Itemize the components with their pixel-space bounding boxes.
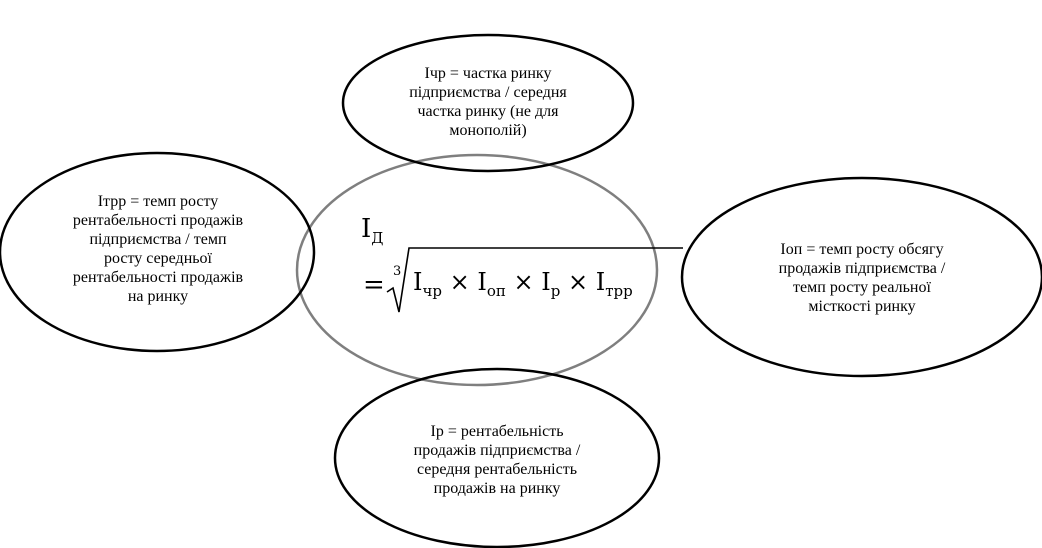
formula-lhs-symbol: I [361,214,372,244]
right-ellipse-label: Іоп = темп росту обсягу продажів підприє… [778,241,946,315]
formula-equals: = [363,270,385,300]
radical-sign [386,247,683,313]
left-ellipse-label: Ітрр = темп росту рентабельності продажі… [72,193,244,305]
multiply-operator: × [442,268,478,296]
multiply-operator: × [505,268,542,296]
term-itrr-subscript: трр [605,281,633,300]
bottom-ellipse [333,367,661,548]
right-ellipse [680,176,1042,378]
term-ir-symbol: I [541,268,551,296]
formula-lhs-subscript: Д [371,229,384,248]
top-ellipse [341,33,635,173]
bottom-ellipse-label: Ір = рентабельність продажів підприємств… [413,423,581,497]
term-itrr-symbol: I [595,268,606,296]
term-ichr-symbol: I [413,268,423,296]
formula-radicand: Iчр × Iоп × Iр × Iтрр [413,268,633,300]
multiply-operator: × [560,268,596,296]
term-ir-subscript: р [550,281,561,300]
center-ellipse [295,153,659,387]
formula-lhs: IД [361,214,383,247]
term-iop-subscript: оп [486,281,506,300]
term-ichr-subscript: чр [422,281,443,300]
dynamics-index-formula: IД = 3 Iчр × Iоп × Iр × Iтрр [355,210,685,330]
left-ellipse [0,151,316,353]
formula-root-index: 3 [393,264,402,279]
term-iop-symbol: I [477,268,487,296]
top-ellipse-label: Ічр = частка ринку підприємства / середн… [409,65,567,139]
